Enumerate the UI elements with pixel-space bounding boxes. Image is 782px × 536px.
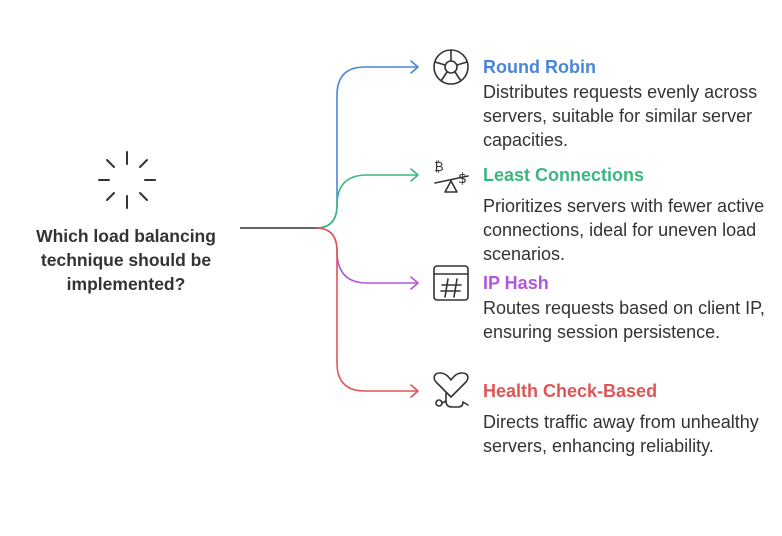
branch-health-check bbox=[315, 227, 418, 392]
arrow-least-connections bbox=[410, 168, 419, 182]
svg-text:₿: ₿ bbox=[434, 160, 444, 175]
option-description-least-connections: Prioritizes servers with fewer active co… bbox=[483, 196, 765, 264]
option-description-health-check: Directs traffic away from unhealthy serv… bbox=[483, 412, 759, 456]
option-description-ip-hash: Routes requests based on client IP, ensu… bbox=[483, 298, 765, 342]
loading-spinner-icon bbox=[98, 151, 156, 209]
option-title-ip-hash: IP Hash bbox=[483, 273, 549, 293]
option-title-health-check: Health Check-Based bbox=[483, 381, 658, 401]
balance-scale-icon: ₿ $ bbox=[434, 160, 469, 193]
arrow-ip-hash bbox=[410, 276, 419, 290]
branch-ip-hash bbox=[315, 227, 418, 284]
svg-text:$: $ bbox=[458, 171, 467, 187]
arrow-health-check bbox=[410, 384, 419, 398]
round-robin-icon bbox=[433, 49, 469, 85]
option-title-round-robin: Round Robin bbox=[483, 57, 596, 77]
option-description-round-robin: Distributes requests evenly across serve… bbox=[483, 82, 758, 150]
branch-round-robin bbox=[315, 66, 418, 229]
hash-calendar-icon bbox=[433, 265, 469, 301]
option-title-least-connections: Least Connections bbox=[483, 165, 645, 185]
stethoscope-heart-icon bbox=[433, 372, 469, 408]
branch-least-connections bbox=[315, 174, 418, 229]
central-question: Which load balancing technique should be… bbox=[36, 226, 216, 294]
arrow-round-robin bbox=[410, 60, 419, 74]
